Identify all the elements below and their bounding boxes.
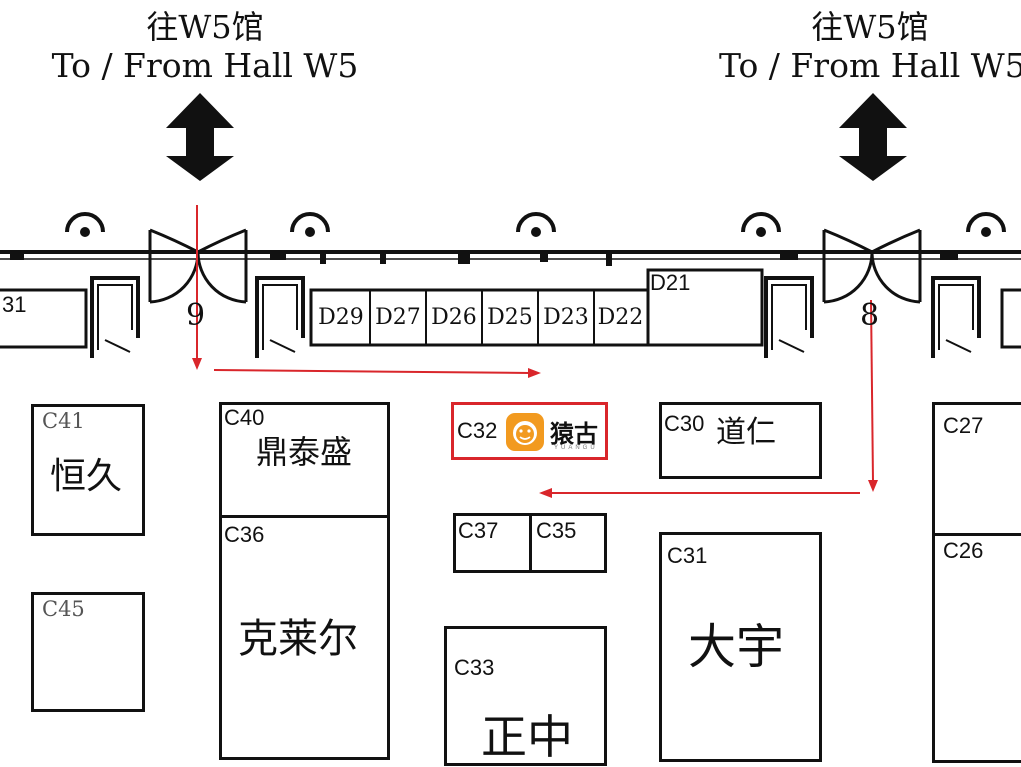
booth-name: 鼎泰盛	[256, 433, 353, 471]
booth-code: C45	[42, 597, 85, 621]
booth-code: C32	[457, 418, 498, 443]
brand-name-zh: 猿古	[550, 420, 598, 448]
booth-code: C37	[458, 518, 499, 543]
booth-d23[interactable]: D23	[537, 290, 593, 345]
header-left: 往W5馆 To / From Hall W5	[40, 8, 370, 86]
booth-name: 正中	[481, 710, 573, 764]
booth-code: C33	[454, 655, 495, 680]
booth-code: C27	[943, 413, 984, 438]
booth-c27[interactable]: C27	[932, 402, 1021, 536]
booth-c26[interactable]: C26	[932, 533, 1021, 763]
booth-c40[interactable]: C40 鼎泰盛	[219, 402, 390, 518]
double-arrow-icon-left	[166, 93, 234, 181]
header-right-zh: 往W5馆	[811, 8, 929, 46]
booth-code: C30	[664, 411, 705, 436]
booth-c35[interactable]: C35	[529, 513, 607, 573]
booth-d26[interactable]: D26	[425, 290, 481, 345]
booth-code: C36	[224, 522, 265, 547]
booth-d25[interactable]: D25	[481, 290, 537, 345]
booth-c31[interactable]: C31 大宇	[659, 532, 822, 762]
door-icon-right	[822, 228, 922, 304]
booth-c41[interactable]: C41 恒久	[31, 404, 145, 536]
brand-name-en: YUANGU	[554, 445, 598, 451]
double-arrow-icon-right	[839, 93, 907, 181]
gate-9-label: 9	[186, 298, 206, 333]
booth-d22[interactable]: D22	[593, 290, 646, 345]
booth-d29[interactable]: D29	[318, 305, 364, 330]
camera-icon	[65, 212, 1006, 237]
booth-name: 道仁	[716, 415, 776, 450]
gate-8-label: 8	[860, 298, 880, 333]
booth-code: C40	[224, 405, 265, 430]
booth-name: 大宇	[688, 619, 785, 675]
header-right: 往W5馆 To / From Hall W5	[705, 8, 1021, 86]
booth-c33[interactable]: C33 正中	[444, 626, 607, 766]
booth-c45[interactable]: C45	[31, 592, 145, 712]
booth-c30[interactable]: C30 道仁	[659, 402, 822, 479]
booth-c37[interactable]: C37	[453, 513, 532, 573]
booth-31-label[interactable]: 31	[2, 292, 27, 317]
booth-code: C31	[667, 543, 708, 568]
route-arrows	[192, 205, 878, 498]
booth-code: C26	[943, 538, 984, 563]
booth-code: C41	[42, 409, 85, 433]
header-left-en: To / From Hall W5	[51, 46, 359, 85]
booth-name: 克莱尔	[238, 616, 358, 662]
booth-c32[interactable]: C32 猿古 YUANGU	[451, 402, 608, 460]
monkey-logo-icon	[506, 413, 544, 451]
header-right-en: To / From Hall W5	[719, 46, 1021, 85]
header-left-zh: 往W5馆	[146, 8, 264, 46]
booth-d21[interactable]: D21	[650, 270, 691, 295]
booth-d27[interactable]: D27	[369, 290, 425, 345]
booth-code: C35	[536, 518, 577, 543]
booth-c36[interactable]: C36 克莱尔	[219, 515, 390, 760]
booth-name: 恒久	[50, 456, 123, 497]
